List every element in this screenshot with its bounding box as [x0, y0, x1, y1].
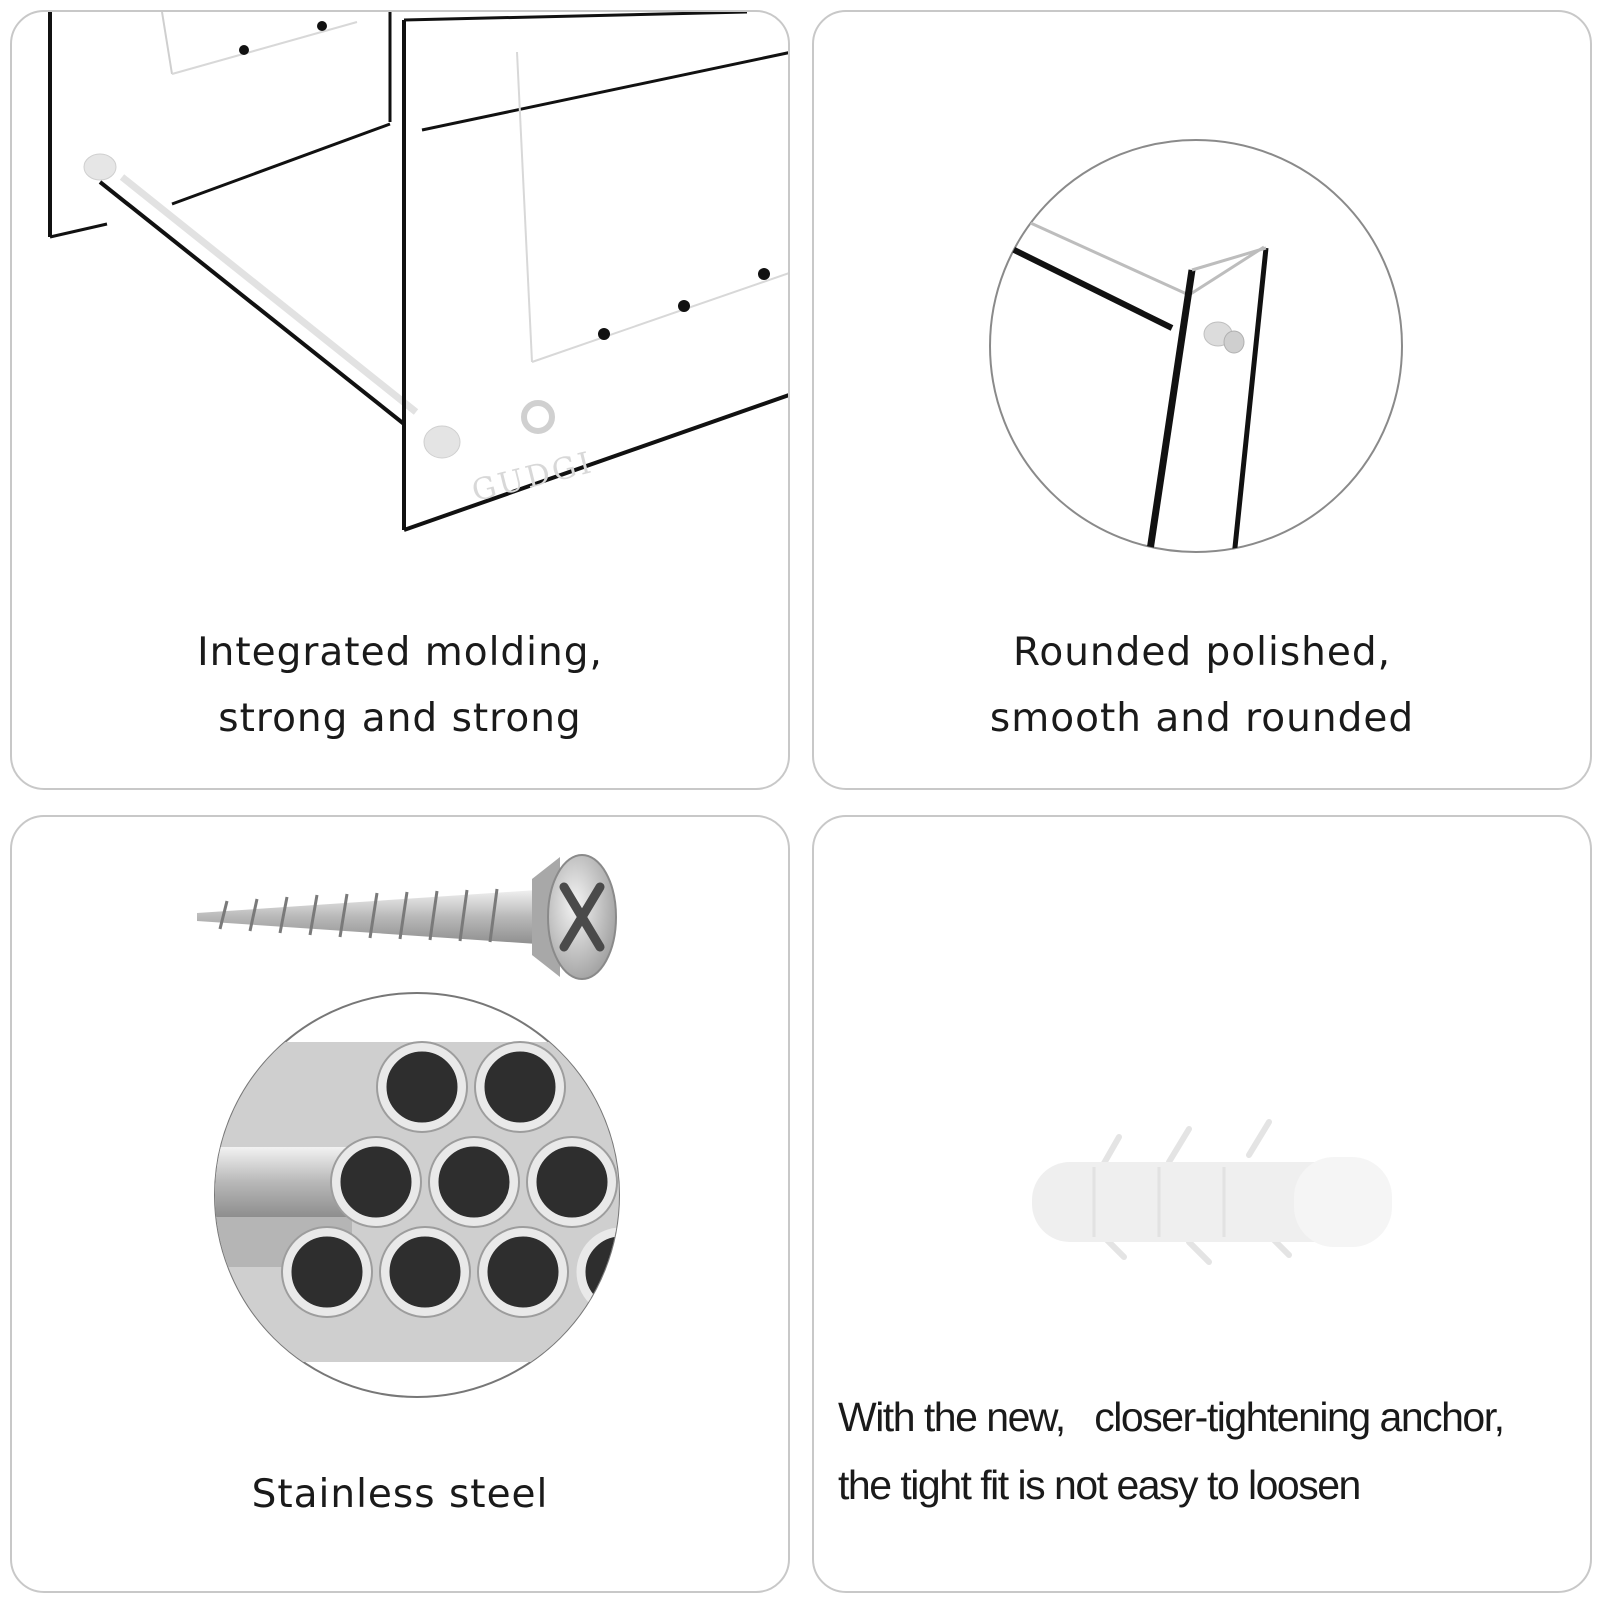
- caption-line-2: the tight fit is not easy to loosen: [838, 1462, 1361, 1508]
- feature-panel-anchor: With the new, closer-tightening anchor, …: [812, 815, 1592, 1593]
- feature-panel-rounded-polished: Rounded polished, smooth and rounded: [812, 10, 1592, 790]
- polished-edge-closeup-icon: [989, 139, 1403, 553]
- feature-panel-integrated-molding: GUDGI Integrated molding, strong and str…: [10, 10, 790, 790]
- brand-logo-text: GUDGI: [468, 445, 597, 509]
- caption-line-1: Stainless steel: [251, 1472, 549, 1517]
- caption-line-2: smooth and rounded: [989, 696, 1415, 741]
- screw-icon: [197, 854, 617, 980]
- caption-integrated-molding: Integrated molding, strong and strong: [12, 620, 788, 752]
- steel-tubes-icon: [215, 1041, 619, 1362]
- screw-and-steel-tubes-icon: [197, 854, 620, 1398]
- wall-anchor-icon: [1032, 1119, 1392, 1265]
- caption-line-1: Integrated molding,: [197, 630, 603, 675]
- feature-panel-stainless-steel: Stainless steel: [10, 815, 790, 1593]
- caption-line-1: With the new, closer-tightening anchor,: [838, 1394, 1505, 1440]
- caption-rounded-polished: Rounded polished, smooth and rounded: [814, 620, 1590, 752]
- caption-stainless-steel: Stainless steel: [12, 1462, 788, 1528]
- caption-line-2: strong and strong: [218, 696, 582, 741]
- caption-line-1: Rounded polished,: [1012, 630, 1392, 675]
- acrylic-stand-icon: GUDGI: [48, 12, 788, 532]
- caption-anchor: With the new, closer-tightening anchor, …: [838, 1383, 1578, 1519]
